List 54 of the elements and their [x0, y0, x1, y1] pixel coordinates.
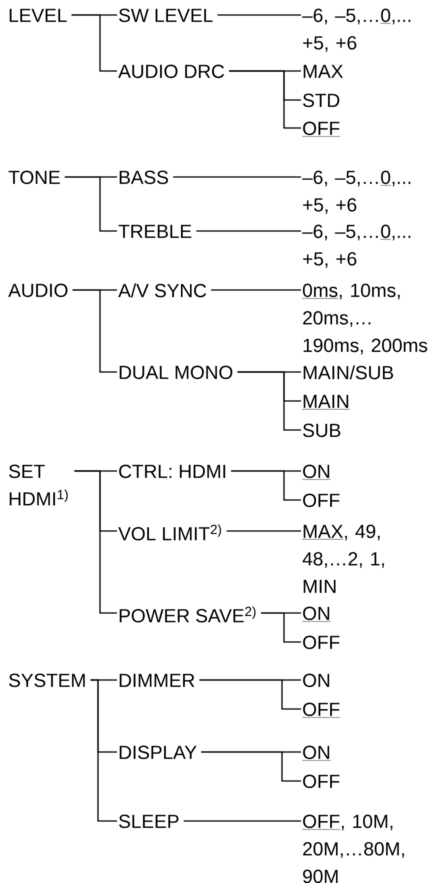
- category-label: TONE: [8, 170, 60, 184]
- tree-line: [74, 470, 117, 614]
- tree-line: [261, 612, 301, 643]
- tree-line: [196, 230, 301, 232]
- menu-item-label: TREBLE: [118, 224, 192, 238]
- setting-value: –6, –5,… 0,... +5, +6: [302, 8, 410, 52]
- category-label: LEVEL: [10, 8, 67, 22]
- menu-item-label: SLEEP: [119, 814, 178, 828]
- tree-line: [90, 679, 117, 822]
- tree-line: [72, 289, 117, 373]
- setting-value: MAIN/SUB: [304, 365, 394, 380]
- tree-line: [201, 751, 301, 782]
- setting-value: OFF, 10M, 20M,…80M, 90M: [302, 814, 404, 883]
- tree-line: [211, 289, 301, 291]
- menu-item-label: AUDIO DRC: [118, 64, 224, 78]
- setting-value: OFF: [302, 702, 340, 718]
- menu-item-label: DUAL MONO: [120, 366, 232, 380]
- setting-value: MAIN: [302, 394, 350, 410]
- setting-value: 0ms, 10ms, 20ms,… 190ms, 200ms: [302, 284, 428, 354]
- setting-value: –6, –5,… 0,... +5, +6: [302, 224, 410, 268]
- setting-value: STD: [303, 94, 340, 108]
- setting-value: SUB: [303, 424, 340, 438]
- setting-value: OFF: [302, 122, 340, 137]
- tree-line: [72, 14, 117, 72]
- menu-item-label: DISPLAY: [120, 746, 197, 760]
- setting-value: ON: [302, 606, 331, 622]
- tree-line: [229, 70, 301, 129]
- category-label: AUDIO: [8, 284, 68, 298]
- setting-value: ON: [303, 674, 330, 688]
- category-label: SET HDMI$^{1)}$: [9, 464, 68, 506]
- setting-value: –6, –5,… 0,... +5, +6: [302, 170, 410, 214]
- tree-line: [237, 371, 301, 431]
- menu-item-label: BASS: [120, 170, 168, 184]
- tree-line: [226, 530, 301, 532]
- setting-value: ON: [302, 746, 331, 761]
- setting-value: OFF: [303, 774, 340, 788]
- category-label: SYSTEM: [9, 674, 85, 688]
- menu-item-label: CTRL: HDMI: [119, 464, 226, 478]
- menu-item-label: POWER SAVE$^{2)}$: [120, 606, 256, 622]
- tree-line: [173, 176, 301, 178]
- setting-value: MAX: [304, 64, 343, 78]
- setting-value: MAX, 49, 48,…2, 1, MIN: [302, 524, 384, 593]
- tree-line: [184, 820, 301, 822]
- setting-value: ON: [302, 464, 331, 480]
- menu-item-label: A/V SYNC: [118, 283, 206, 298]
- setting-value: OFF: [303, 494, 340, 508]
- setting-value: OFF: [303, 636, 340, 650]
- tree-line: [199, 679, 301, 710]
- tree-line: [217, 14, 301, 16]
- tree-line: [231, 470, 301, 501]
- menu-item-label: SW LEVEL: [119, 8, 213, 22]
- menu-item-label: VOL LIMIT$^{2)}$: [118, 524, 222, 540]
- menu-item-label: DIMMER: [120, 674, 194, 687]
- tree-line: [64, 176, 117, 232]
